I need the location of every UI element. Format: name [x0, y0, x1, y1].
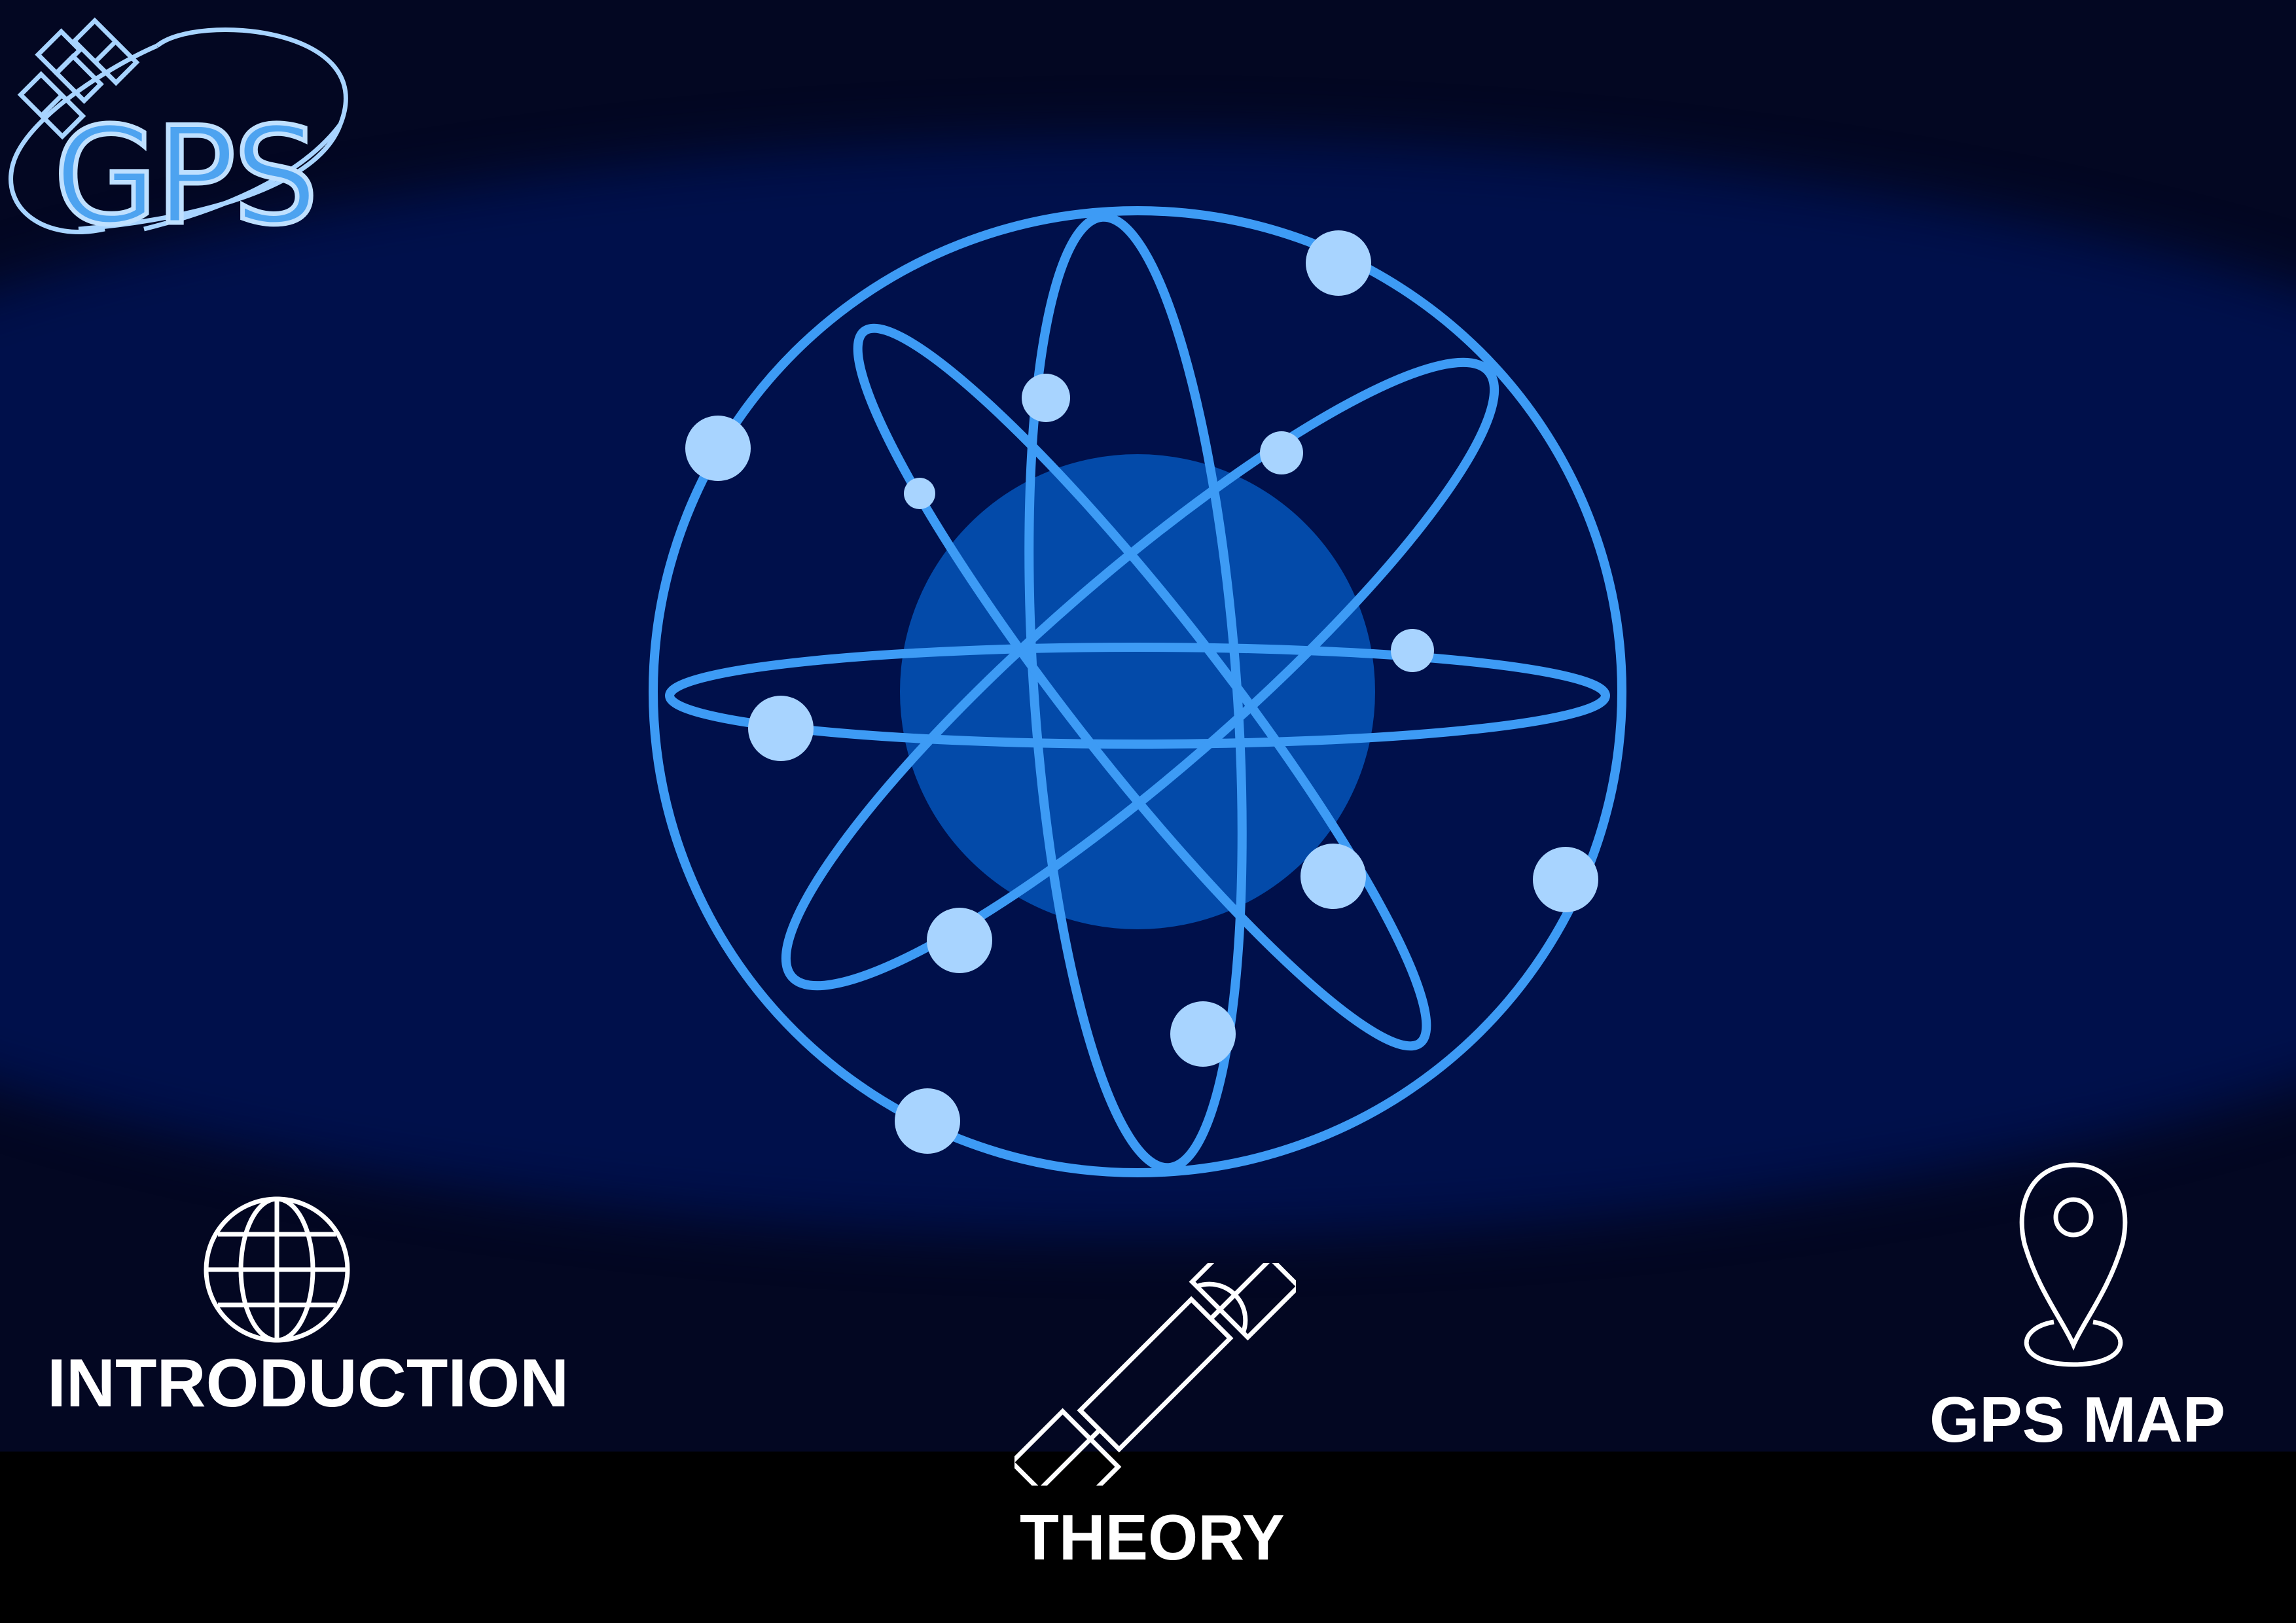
map-pin-icon	[2019, 1162, 2128, 1367]
nav-introduction[interactable]: INTRODUCTION	[39, 1178, 569, 1427]
logo-text: GPS	[52, 99, 321, 255]
nav-theory-label: THEORY	[1020, 1501, 1285, 1573]
satellite-icon	[9, 17, 348, 234]
background-band	[0, 137, 2296, 1237]
nav-theory[interactable]: THEORY	[1001, 1263, 1316, 1577]
gps-logo[interactable]: GPS	[0, 0, 367, 262]
satellite-icon	[1014, 1263, 1296, 1486]
nav-introduction-label: INTRODUCTION	[47, 1346, 569, 1421]
nav-gps-map[interactable]: GPS MAP	[1918, 1152, 2232, 1453]
globe-icon	[204, 1196, 350, 1343]
nav-gps-map-label: GPS MAP	[1929, 1383, 2225, 1455]
footer-strip	[0, 1452, 2296, 1623]
